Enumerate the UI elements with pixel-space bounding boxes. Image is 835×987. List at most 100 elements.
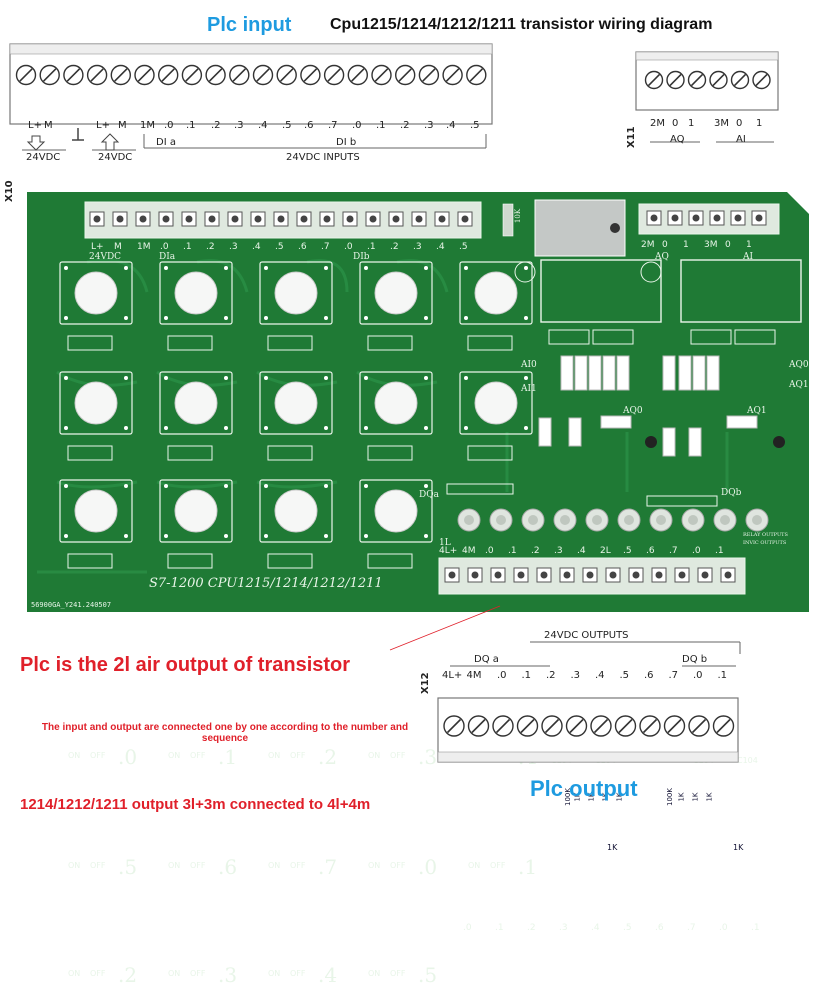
input-screw-slot bbox=[327, 68, 341, 82]
input-screw bbox=[157, 64, 179, 86]
input-screw-slot bbox=[114, 68, 128, 82]
led-center bbox=[624, 515, 634, 525]
input-terminal-label: .1 bbox=[186, 120, 196, 131]
input-terminal-label: .5 bbox=[282, 120, 292, 131]
note-transistor-2l: Plc is the 2l air output of transistor bbox=[20, 654, 351, 676]
switch-pad bbox=[164, 316, 168, 320]
switch-pad bbox=[224, 316, 228, 320]
note-sequence: The input and output are connected one b… bbox=[41, 722, 409, 744]
pcb-header-label: .1 bbox=[367, 242, 376, 252]
input-screw bbox=[442, 64, 463, 86]
switch-pad bbox=[124, 534, 128, 538]
switch-on-label: ON bbox=[268, 751, 281, 760]
pcb-output-pin-hole bbox=[724, 571, 732, 579]
input-screw-slot bbox=[185, 68, 199, 82]
pcb-10k-label: 10K bbox=[514, 208, 523, 224]
pcb-ai0-label: AI0 bbox=[521, 360, 537, 370]
pcb-trace bbox=[396, 259, 449, 293]
dip-switch bbox=[267, 445, 313, 461]
switch-off-label: OFF bbox=[290, 861, 306, 870]
switch-pad bbox=[64, 534, 68, 538]
resistor-label: 1K bbox=[705, 792, 714, 802]
switch-off-label: OFF bbox=[190, 751, 206, 760]
analog-screw bbox=[752, 70, 771, 90]
input-screw-slot bbox=[42, 68, 57, 82]
switch-pad bbox=[164, 484, 168, 488]
pcb-output-label: 4L+ bbox=[439, 546, 458, 556]
pcb-output-label: .4 bbox=[577, 546, 586, 556]
switch-number: .7 bbox=[318, 855, 338, 879]
switch-pad bbox=[224, 376, 228, 380]
switch-cap bbox=[374, 271, 418, 315]
switch-pad bbox=[264, 534, 268, 538]
pcb-trace bbox=[196, 259, 249, 293]
pcb-dqa-label: DQa bbox=[419, 490, 439, 500]
pcb-header-pin-hole bbox=[461, 215, 469, 223]
dip-switch bbox=[167, 445, 213, 461]
analog-screw-slot bbox=[669, 73, 682, 87]
switch-pad bbox=[424, 266, 428, 270]
input-screw bbox=[15, 64, 37, 86]
analog-screw bbox=[709, 70, 728, 90]
switch-housing bbox=[359, 371, 433, 435]
pcb-header-pin-hole bbox=[116, 215, 124, 223]
pcb-analog-label: 1 bbox=[683, 240, 689, 250]
pcb-output-pin-hole bbox=[586, 571, 594, 579]
switch-pad bbox=[64, 484, 68, 488]
input-terminal-label: .5 bbox=[470, 120, 480, 131]
switch-housing bbox=[359, 261, 433, 325]
pcb-output-pin-hole bbox=[563, 571, 571, 579]
input-terminal-label: .7 bbox=[328, 120, 338, 131]
switch-cap bbox=[174, 381, 218, 425]
pcb-header-label: .4 bbox=[252, 242, 261, 252]
dip-switch bbox=[367, 445, 413, 461]
power1-label: 24VDC bbox=[26, 152, 61, 163]
dib-label: DI b bbox=[336, 137, 357, 148]
led-number: .1 bbox=[495, 923, 504, 933]
input-screw bbox=[181, 64, 203, 86]
analog-screw-slot bbox=[755, 73, 768, 87]
output-screw-slot bbox=[520, 718, 535, 734]
pcb-output-label: .5 bbox=[623, 546, 632, 556]
output-screw bbox=[492, 715, 514, 737]
pcb-analog-label: 0 bbox=[662, 240, 668, 250]
pcb-analog-label: 2M bbox=[641, 240, 655, 250]
input-screw bbox=[466, 64, 487, 86]
input-screw-slot bbox=[303, 68, 318, 82]
input-screw bbox=[63, 64, 84, 86]
output-screw bbox=[467, 715, 490, 737]
switch-cap bbox=[374, 381, 418, 425]
switch-pad bbox=[364, 484, 368, 488]
input-terminal-label: .1 bbox=[376, 120, 386, 131]
inputs-label: 24VDC INPUTS bbox=[286, 152, 360, 163]
switch-pad bbox=[124, 376, 128, 380]
dqb-label: DQ b bbox=[682, 654, 708, 665]
pcb-header-pin-hole bbox=[277, 215, 285, 223]
switch-pad bbox=[164, 534, 168, 538]
input-screw-slot bbox=[445, 68, 460, 82]
led-number: .4 bbox=[591, 923, 600, 933]
output-screw bbox=[639, 715, 661, 737]
output-terminal-block: 24VDC OUTPUTS DQ a DQ b X12 4L+4M.0.1.2.… bbox=[420, 630, 750, 770]
switch-off-label: OFF bbox=[390, 751, 406, 760]
output-screw bbox=[590, 715, 612, 737]
output-screw bbox=[516, 715, 539, 737]
switch-pad bbox=[64, 316, 68, 320]
analog-terminal-label: 1 bbox=[688, 118, 695, 129]
output-screw-slot bbox=[471, 718, 486, 734]
input-terminal-label: L+ bbox=[28, 120, 42, 131]
pcb-output-label: .3 bbox=[554, 546, 563, 556]
pcb-output-pin-hole bbox=[540, 571, 548, 579]
pcb-header-label: .5 bbox=[459, 242, 468, 252]
resistor bbox=[692, 355, 706, 391]
switch-pad bbox=[64, 426, 68, 430]
resistor-1k-label-b: 1K bbox=[733, 843, 744, 852]
input-terminal-label: M bbox=[118, 120, 127, 131]
switch-pad bbox=[264, 266, 268, 270]
input-screw-slot bbox=[279, 68, 294, 82]
dip-switch bbox=[167, 553, 213, 569]
switch-pad bbox=[164, 376, 168, 380]
pcb-analog-pin-hole bbox=[650, 214, 658, 222]
